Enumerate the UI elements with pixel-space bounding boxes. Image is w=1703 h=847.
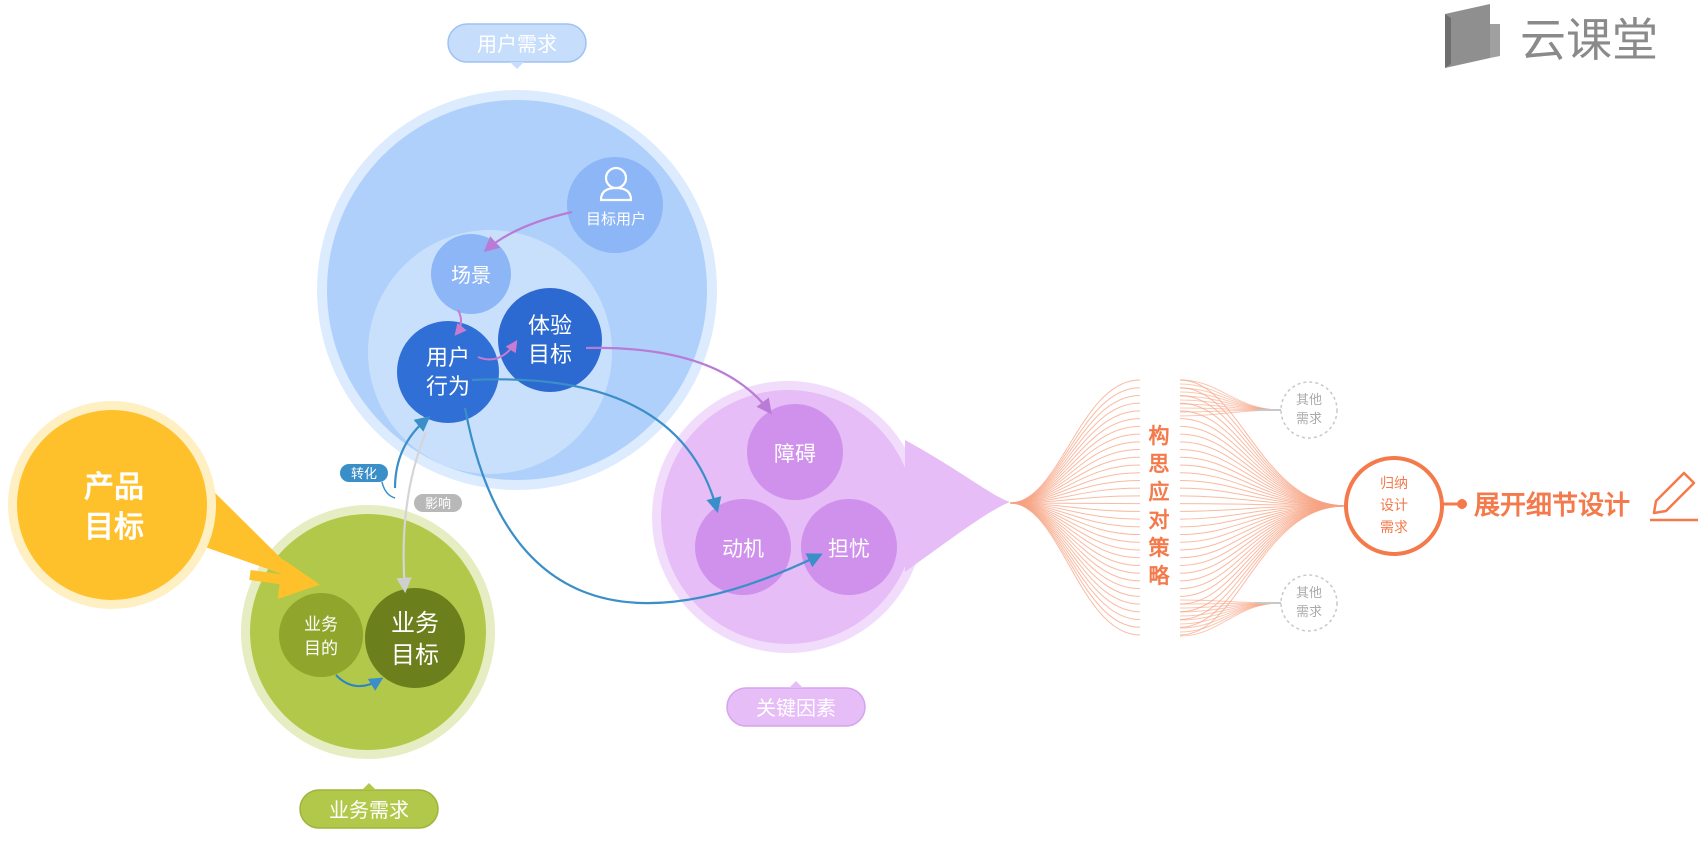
product-goal-group: 产品 目标	[8, 401, 320, 609]
logo: 云课堂	[1445, 4, 1658, 68]
motivation-node	[695, 499, 791, 595]
behavior-to-motivation-arrow	[471, 378, 722, 513]
strategy-fan	[1009, 379, 1347, 637]
business-goal-line2: 目标	[391, 641, 439, 669]
other-bottom-line1: 其他	[1296, 586, 1322, 601]
pencil-icon	[1650, 471, 1698, 522]
key-factors-group: 障碍 动机 担忧	[652, 381, 1010, 653]
experience-goal-node	[498, 288, 602, 392]
user-behavior-line2: 行为	[426, 375, 470, 400]
logo-text: 云课堂	[1520, 13, 1658, 67]
strategy-char-2: 思	[1149, 452, 1170, 476]
key-factors-tail	[905, 440, 1010, 572]
business-purpose-line1: 业务	[304, 615, 338, 635]
scene-to-behavior-arrow	[454, 309, 467, 336]
strategy-label: 构 思 应 对 策 略	[1149, 424, 1171, 588]
expand-detail-label: 展开细节设计	[1474, 490, 1630, 521]
business-needs-group: 业务 目的 业务 目标	[241, 505, 495, 759]
convert-tag: 转化	[340, 464, 396, 499]
scene-node	[431, 234, 511, 314]
obstacle-label: 障碍	[774, 442, 816, 466]
behavior-to-experience-arrow	[477, 340, 518, 361]
business-needs-tag: 业务需求	[299, 783, 439, 829]
summary-line3: 需求	[1380, 520, 1408, 536]
target-user-node	[567, 157, 663, 253]
summarize-needs-node: 归纳 设计 需求	[1344, 456, 1444, 556]
product-goal-arrow	[249, 559, 320, 599]
worry-label: 担忧	[828, 537, 870, 561]
user-behavior-line1: 用户	[426, 346, 470, 371]
scene-label: 场景	[451, 263, 491, 287]
other-bottom-line2: 需求	[1296, 605, 1322, 620]
strategy-char-6: 略	[1149, 564, 1171, 588]
motivation-label: 动机	[722, 537, 764, 561]
strategy-char-1: 构	[1149, 424, 1170, 448]
user-icon	[599, 166, 633, 202]
connectors	[393, 210, 823, 605]
product-goal-line1: 产品	[84, 470, 144, 505]
strategy-char-5: 策	[1149, 536, 1171, 560]
behavior-to-goal-arrow	[396, 431, 428, 594]
product-goal-circle	[17, 410, 207, 600]
user-to-scene-arrow	[483, 210, 573, 253]
fan-line	[1179, 602, 1282, 625]
summary-line1: 归纳	[1380, 475, 1408, 492]
summary-connector-dot	[1457, 499, 1467, 509]
influence-tag: 影响	[414, 494, 462, 512]
business-needs-label: 业务需求	[329, 798, 409, 822]
goal-to-behavior-arrow	[393, 416, 431, 489]
user-needs-label: 用户需求	[477, 32, 557, 56]
fan-line	[1179, 387, 1282, 411]
user-needs-tag: 用户需求	[447, 23, 587, 69]
user-needs-group: 目标用户 场景 体验 目标 用户 行为	[317, 90, 717, 490]
user-behavior-node	[397, 321, 499, 423]
product-goal-line2: 目标	[84, 510, 144, 545]
fan-line	[1009, 387, 1141, 504]
convert-label: 转化	[351, 467, 377, 482]
other-needs-top: 其他 需求	[1280, 381, 1338, 439]
business-goal-line1: 业务	[391, 609, 439, 637]
business-goal-node	[365, 588, 465, 688]
logo-book-icon	[1445, 4, 1500, 68]
target-user-label: 目标用户	[586, 210, 646, 228]
key-factors-tag: 关键因素	[726, 681, 866, 727]
summary-line2: 设计	[1380, 498, 1408, 514]
other-needs-bottom: 其他 需求	[1280, 574, 1338, 632]
strategy-char-4: 对	[1149, 508, 1170, 532]
behavior-to-worry-arrow	[463, 407, 823, 605]
purpose-to-goal-arrow	[335, 674, 384, 691]
other-top-line1: 其他	[1296, 393, 1322, 408]
business-purpose-node	[279, 593, 363, 677]
fan-line	[1179, 505, 1347, 543]
experience-to-obstacle-arrow	[585, 346, 772, 415]
fan-line	[1009, 502, 1141, 613]
fan-line	[1009, 502, 1141, 628]
fan-line	[1009, 441, 1141, 504]
fan-line	[1009, 379, 1141, 504]
experience-goal-line1: 体验	[528, 314, 572, 339]
fan-line	[1179, 505, 1347, 551]
experience-goal-line2: 目标	[528, 343, 572, 368]
obstacle-node	[747, 404, 843, 500]
other-top-line2: 需求	[1296, 412, 1322, 427]
strategy-char-3: 应	[1149, 480, 1170, 504]
fan-line	[1009, 502, 1141, 636]
fan-line	[1179, 602, 1282, 637]
influence-label: 影响	[425, 496, 451, 512]
worry-node	[801, 499, 897, 595]
business-purpose-line2: 目的	[304, 639, 338, 659]
key-factors-label: 关键因素	[756, 696, 836, 720]
